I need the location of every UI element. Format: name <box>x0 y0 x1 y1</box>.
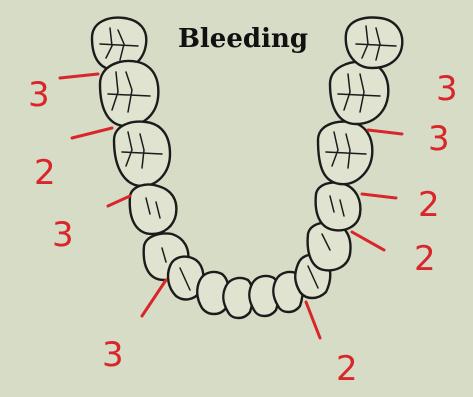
probe-mark-left-3 <box>108 196 130 206</box>
probe-mark-right-3 <box>352 232 384 250</box>
chart-title: Bleeding <box>178 24 308 54</box>
score-left-first-molar: 2 <box>34 153 56 193</box>
probe-mark-right-1 <box>368 130 402 134</box>
probe-mark-right-4 <box>306 302 320 338</box>
score-left-upper-molar: 3 <box>28 75 50 115</box>
probe-mark-left-1 <box>60 74 98 78</box>
right-second-premolar <box>316 182 361 230</box>
probe-mark-left-4 <box>142 280 166 316</box>
right-third-molar <box>346 18 403 68</box>
left-second-molar <box>100 61 158 126</box>
score-right-first-molar: 2 <box>418 185 440 225</box>
probe-mark-left-2 <box>72 128 112 138</box>
probe-mark-right-2 <box>362 194 396 198</box>
right-second-molar <box>330 62 388 124</box>
score-left-premolar: 3 <box>52 215 74 255</box>
left-second-premolar <box>130 184 177 234</box>
right-first-molar <box>318 122 372 185</box>
score-right-third-molar: 3 <box>436 69 458 109</box>
score-left-canine: 3 <box>102 335 124 375</box>
score-right-second-molar: 3 <box>428 119 450 159</box>
bleeding-scores: 3 2 3 3 3 3 2 2 2 <box>28 69 458 389</box>
left-first-molar <box>114 122 170 186</box>
score-right-premolar: 2 <box>414 239 436 279</box>
score-right-canine: 2 <box>336 349 358 389</box>
